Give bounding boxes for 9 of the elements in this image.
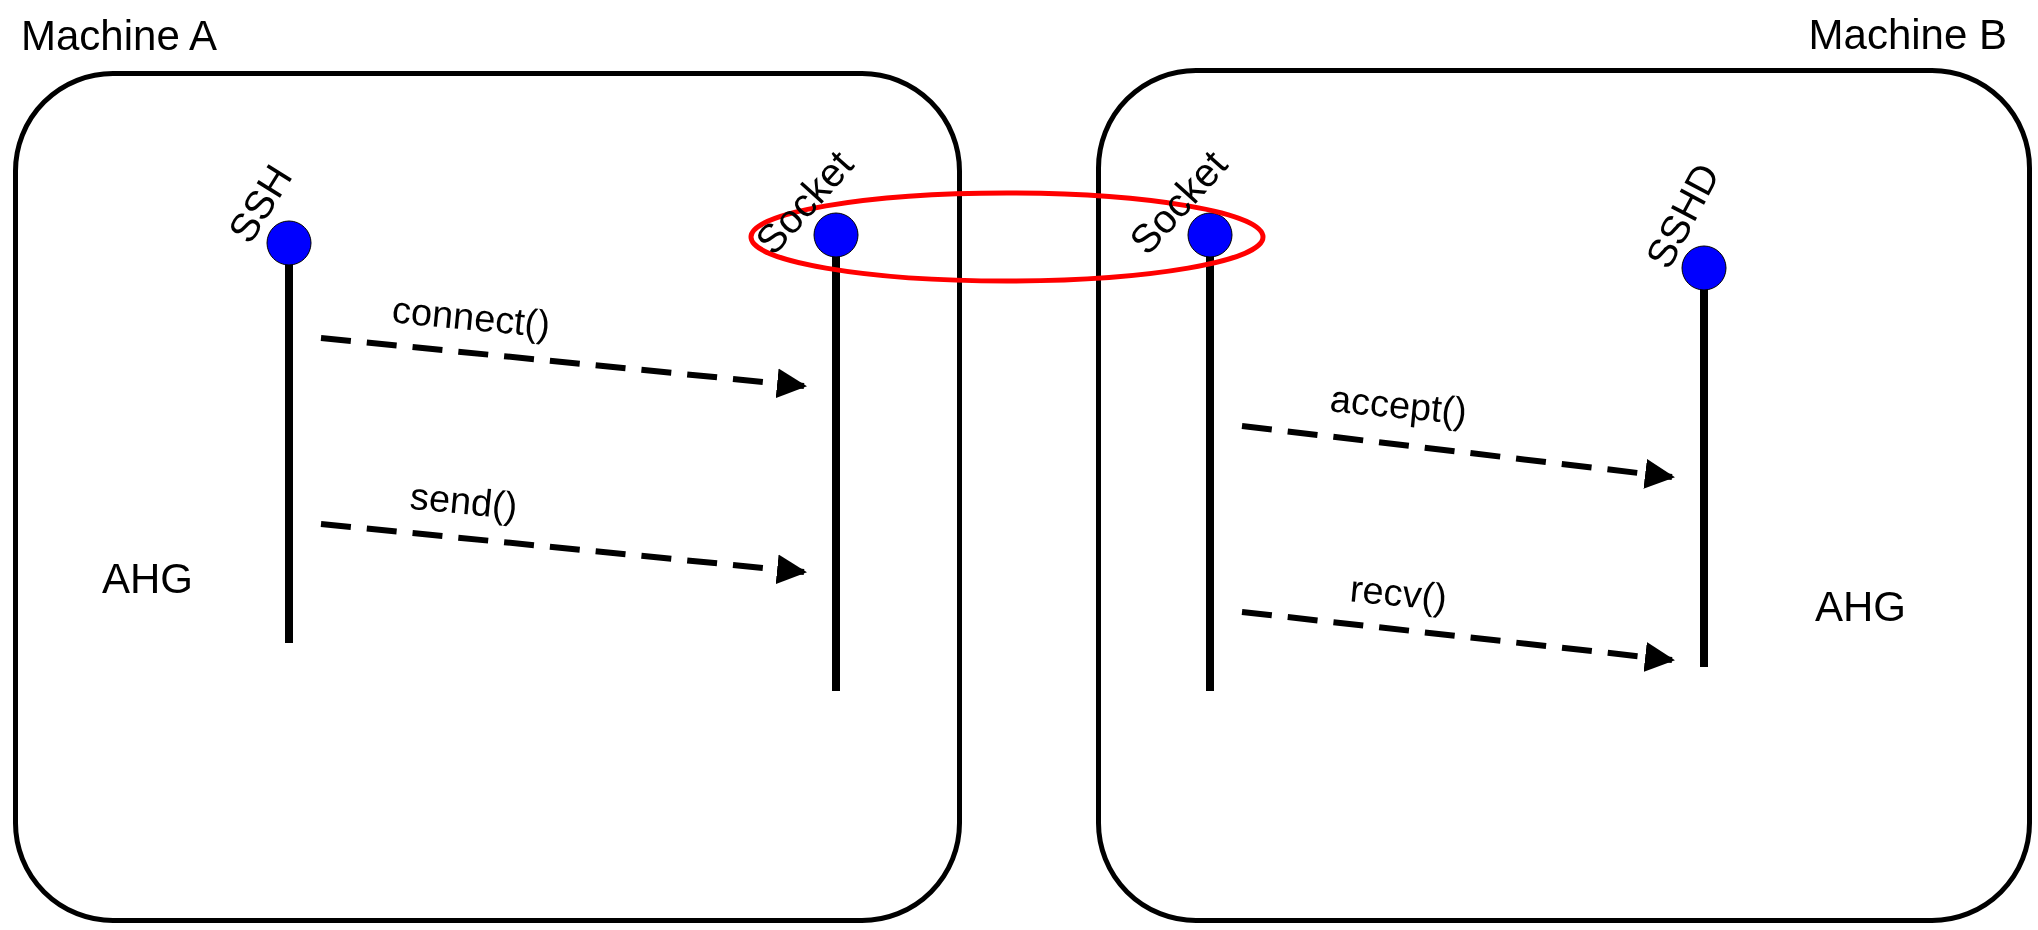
arrow <box>1241 609 1675 672</box>
arrow <box>320 335 807 399</box>
host-label: AHG <box>1815 583 1906 631</box>
arrow <box>1241 423 1675 489</box>
lifeline-label: SSHD <box>1638 157 1727 274</box>
arrow <box>320 521 807 585</box>
box-title: Machine B <box>1808 11 2007 59</box>
box-title: Machine A <box>21 12 218 60</box>
host-label: AHG <box>102 555 193 603</box>
